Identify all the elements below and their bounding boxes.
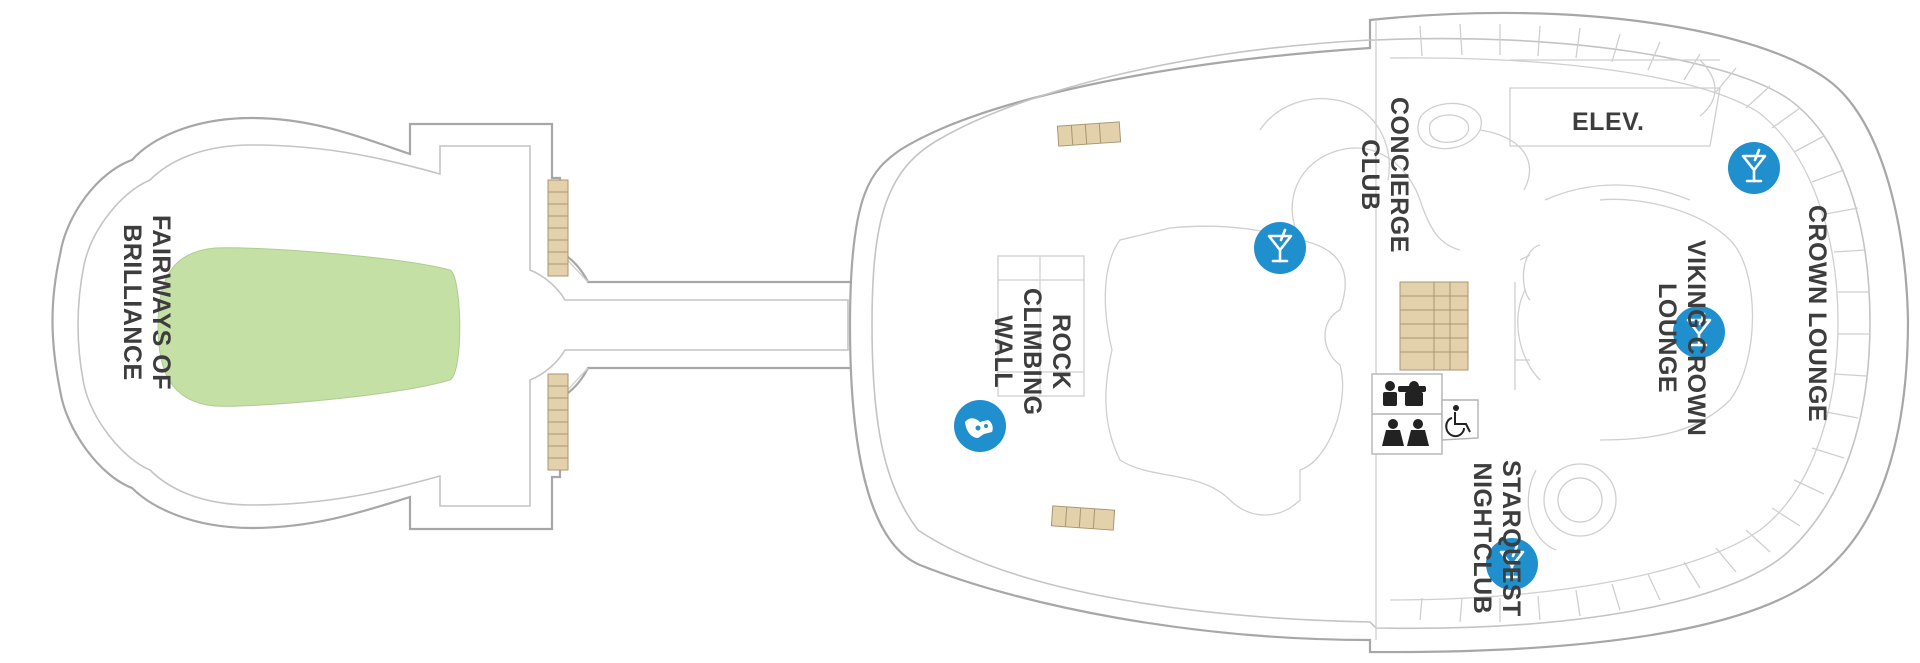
starquest-label-line-1: STARQUEST [1497,460,1525,617]
wheelchair-icon [1445,405,1471,438]
forward-structure [848,11,1910,654]
stairs-forward-lower [1050,505,1116,531]
rock-climbing-label-line-3: WALL [989,315,1017,389]
fairways-structure [51,116,862,531]
starquest-nightclub-label: STARQUEST NIGHTCLUB [1467,460,1525,617]
stairs-aft-lower [547,373,569,471]
fairways-label-line-2: BRILLIANCE [118,224,146,381]
starquest-label-line-2: NIGHTCLUB [1468,462,1496,615]
restroom-block [1371,373,1479,455]
crown-lounge-label-line-1: CROWN LOUNGE [1803,205,1831,423]
elevator-label: ELEV. [1572,108,1644,137]
concierge-club-label: CONCIERGE CLUB [1355,97,1413,253]
stairs-central [1399,281,1469,371]
rock-climbing-icon [954,400,1006,452]
crown-lounge-label: CROWN LOUNGE [1802,205,1831,422]
rock-climbing-label-line-1: ROCK [1047,314,1075,390]
rock-climbing-label-line-2: CLIMBING [1018,288,1046,416]
concierge-club-label-line-1: CONCIERGE [1385,97,1413,253]
elevator-label-line-1: ELEV. [1572,108,1645,136]
cocktail-icon [1486,538,1538,590]
cocktail-icon [1728,142,1780,194]
concierge-club-label-line-2: CLUB [1356,139,1384,211]
viking-crown-lounge-label: VIKING CROWN LOUNGE [1652,240,1710,436]
putting-green [157,247,461,407]
cocktail-icon [1673,306,1725,358]
viking-crown-label-line-1: VIKING CROWN [1682,240,1710,437]
fairways-label: FAIRWAYS OF BRILLIANCE [117,215,175,390]
stairs-forward-upper [1056,121,1122,147]
fairways-label-line-1: FAIRWAYS OF [147,215,175,390]
stairs-aft-upper [547,179,569,277]
men-restroom-icon [1383,381,1426,406]
women-restroom-icon [1382,419,1429,446]
rock-climbing-label: ROCK CLIMBING WALL [988,288,1075,416]
viking-crown-label-line-2: LOUNGE [1653,283,1681,394]
cocktail-icon [1254,222,1306,274]
